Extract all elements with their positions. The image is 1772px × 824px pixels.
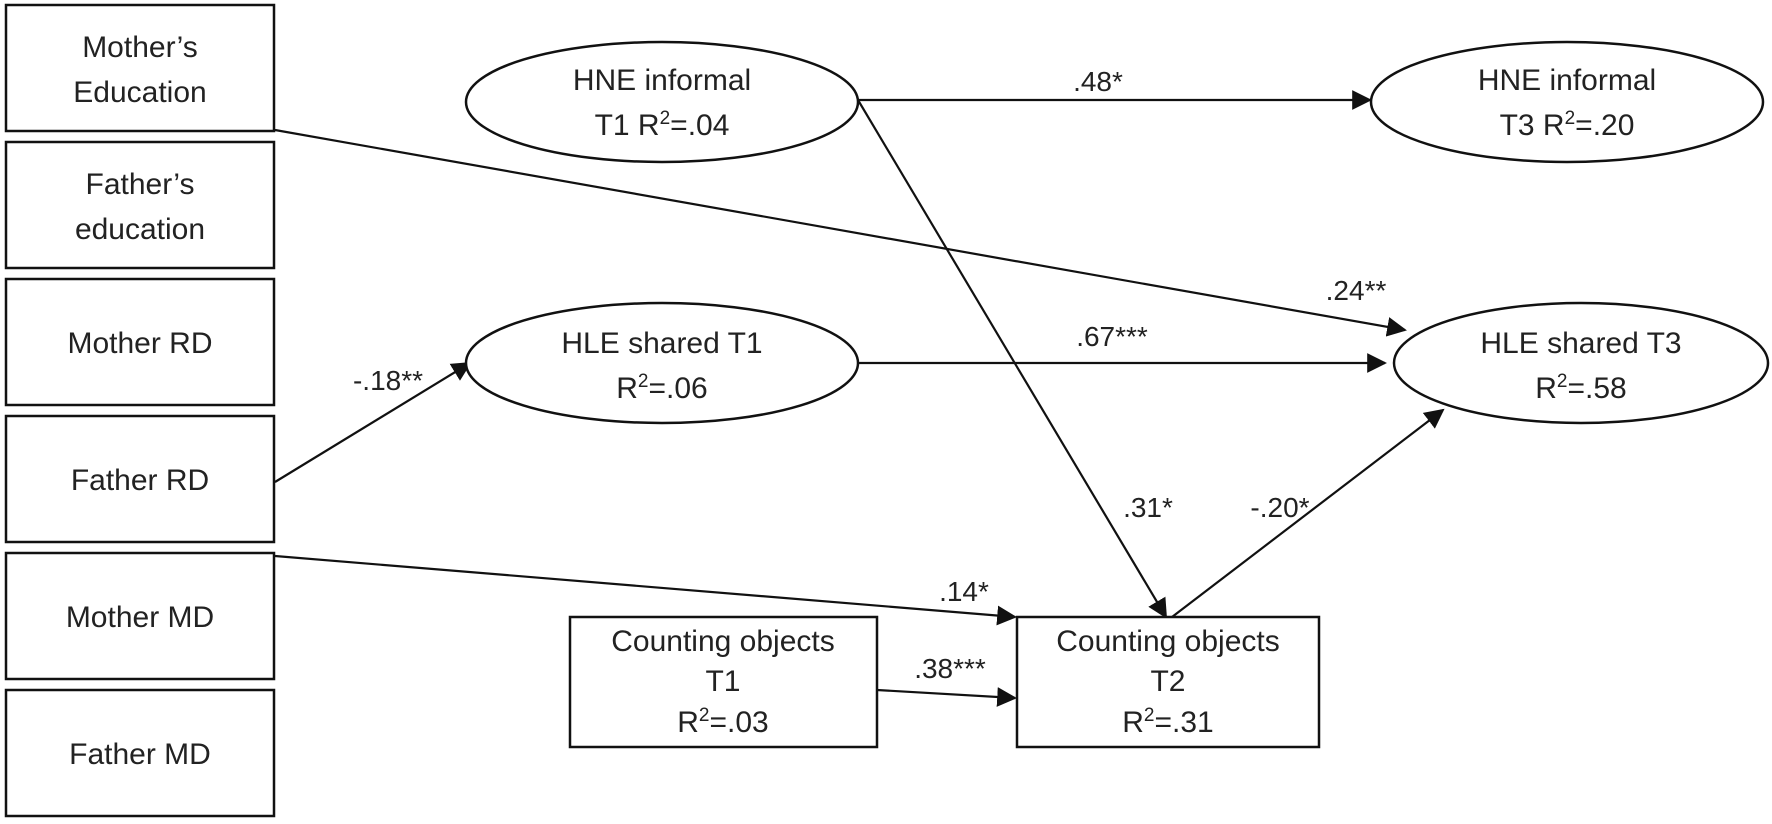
node-mother-rd: Mother RD <box>4 277 276 407</box>
node-label-r2: T1 R2=.04 <box>595 108 730 142</box>
node-label: Counting objects <box>611 625 834 658</box>
node-label: Education <box>73 76 206 109</box>
node-label: T2 <box>1150 665 1185 698</box>
node-label: Mother’s <box>82 31 198 64</box>
node-hle-shared-t3: HLE shared T3 R2=.58 <box>1392 301 1770 425</box>
node-label-r2: R2=.58 <box>1535 371 1626 405</box>
node-label-r2: R2=.31 <box>1122 705 1213 739</box>
node-counting-objects-t2: Counting objects T2 R2=.31 <box>1015 615 1321 749</box>
coef-counting-t2-to-hle-t3: -.20* <box>1250 492 1309 523</box>
node-label: Father’s <box>86 168 195 201</box>
node-hne-informal-t1: HNE informal T1 R2=.04 <box>464 40 860 164</box>
node-label-r2: R2=.03 <box>677 705 768 739</box>
node-label: T1 <box>705 665 740 698</box>
node-hne-informal-t3: HNE informal T3 R2=.20 <box>1369 40 1765 164</box>
node-father-md: Father MD <box>4 688 276 818</box>
node-hle-shared-t1: HLE shared T1 R2=.06 <box>464 301 860 425</box>
coef-hne-t1-to-counting-t2: .31* <box>1123 492 1173 523</box>
node-fathers-education: Father’s education <box>4 140 276 270</box>
arrow-hne-t1-to-counting-t2 <box>857 99 1168 619</box>
arrow-father-rd-to-hle-t1 <box>274 361 472 483</box>
arrow-mothers-education-to-hle-t3 <box>274 128 1407 337</box>
node-label: Mother MD <box>66 601 214 634</box>
arrow-counting-t1-to-counting-t2 <box>876 687 1017 707</box>
node-label: HLE shared T3 <box>1480 327 1681 360</box>
node-label: HNE informal <box>1478 64 1656 97</box>
node-label: Mother RD <box>67 327 212 360</box>
coef-hne-t1-to-hne-t3: .48* <box>1073 66 1123 97</box>
node-father-rd: Father RD <box>4 414 276 544</box>
coef-mothers-education-to-hle-t3: .24** <box>1326 275 1387 306</box>
node-label: education <box>75 213 205 246</box>
node-mothers-education: Mother’s Education <box>4 3 276 133</box>
arrow-mother-md-to-counting-t2 <box>274 554 1017 626</box>
node-label: Father RD <box>71 464 209 497</box>
coef-hle-t1-to-hle-t3: .67*** <box>1076 321 1148 352</box>
node-mother-md: Mother MD <box>4 551 276 681</box>
node-label-r2: T3 R2=.20 <box>1500 108 1635 142</box>
coef-counting-t1-to-counting-t2: .38*** <box>914 653 986 684</box>
node-label: Counting objects <box>1056 625 1279 658</box>
node-label-r2: R2=.06 <box>616 371 707 405</box>
node-label: HNE informal <box>573 64 751 97</box>
arrow-counting-t2-to-hle-t3 <box>1171 408 1445 618</box>
node-counting-objects-t1: Counting objects T1 R2=.03 <box>568 615 879 749</box>
node-label: HLE shared T1 <box>561 327 762 360</box>
node-label: Father MD <box>69 738 211 771</box>
coef-father-rd-to-hle-t1: -.18** <box>353 365 423 396</box>
coef-mother-md-to-counting-t2: .14* <box>939 576 989 607</box>
